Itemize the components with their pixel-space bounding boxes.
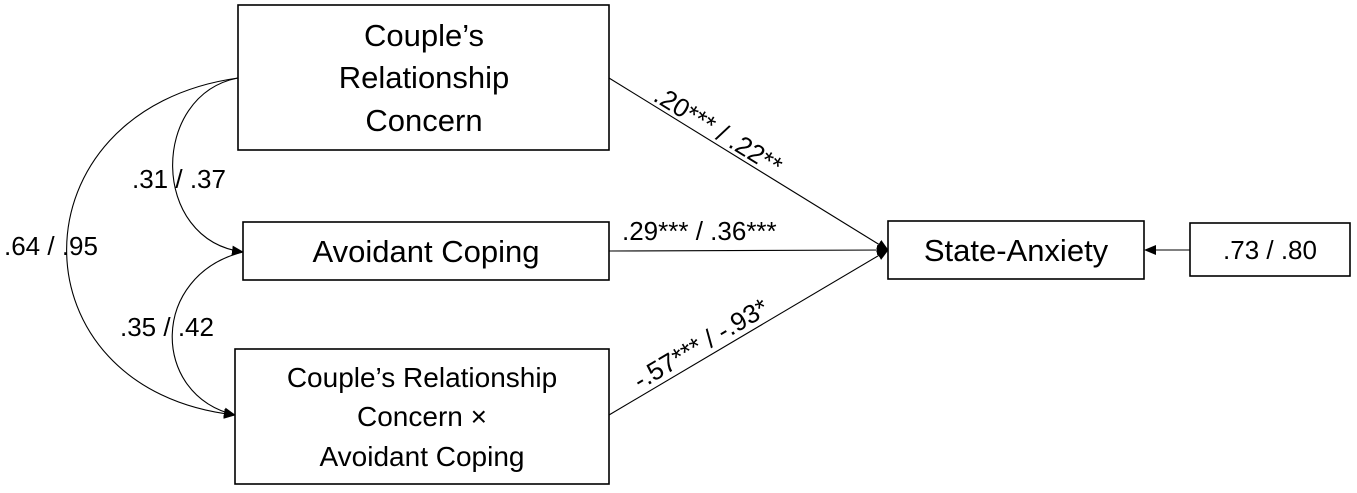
covariance-arc-avoidant-interaction bbox=[171, 244, 255, 418]
node-state-anxiety-label: State-Anxiety bbox=[924, 233, 1109, 268]
node-crc-line-1: Couple’s bbox=[364, 18, 484, 53]
path-crc-to-anxiety bbox=[608, 77, 889, 251]
path-interaction-to-anxiety bbox=[608, 249, 889, 416]
path-avoidant-to-anxiety bbox=[608, 245, 889, 256]
node-interaction-term: Couple’s Relationship Concern × Avoidant… bbox=[234, 348, 610, 485]
covariance-label-crc-avoidant: .31 / .37 bbox=[132, 164, 226, 194]
node-interaction-line-2: Concern × bbox=[357, 401, 487, 432]
coefficient-avoidant-to-anxiety: .29*** / .36*** bbox=[622, 216, 777, 246]
node-interaction-line-3: Avoidant Coping bbox=[320, 441, 525, 472]
node-residual: .73 / .80 bbox=[1189, 222, 1351, 277]
node-crc-line-2: Relationship bbox=[339, 60, 510, 95]
node-crc-line-3: Concern bbox=[365, 103, 482, 138]
coefficient-interaction-to-anxiety: -.57*** / -.93* bbox=[628, 292, 774, 395]
node-avoidant-coping: Avoidant Coping bbox=[242, 221, 610, 281]
node-couples-relationship-concern: Couple’s Relationship Concern bbox=[237, 4, 610, 151]
covariance-label-avoidant-interaction: .35 / .42 bbox=[120, 312, 214, 342]
node-interaction-line-1: Couple’s Relationship bbox=[287, 362, 557, 393]
coefficient-crc-to-anxiety: .20*** / .22** bbox=[649, 80, 788, 181]
node-avoidant-line-1: Avoidant Coping bbox=[313, 234, 540, 269]
node-state-anxiety: State-Anxiety bbox=[887, 220, 1145, 280]
covariance-arc-crc-avoidant bbox=[172, 70, 250, 256]
covariance-label-crc-interaction: .64 / .95 bbox=[4, 231, 98, 261]
residual-value: .73 / .80 bbox=[1223, 235, 1317, 265]
covariance-arc-crc-interaction bbox=[66, 71, 250, 419]
